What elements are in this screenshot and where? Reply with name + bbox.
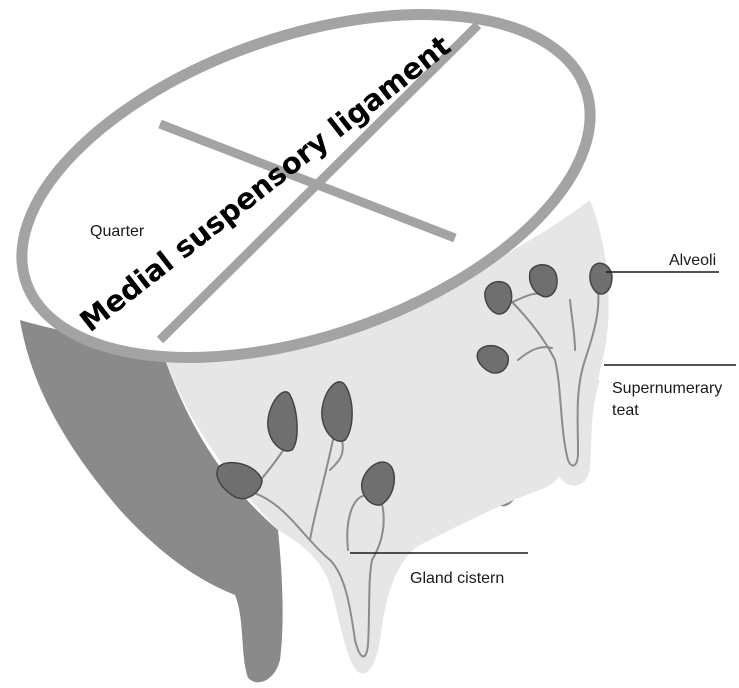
alveoli-label: Alveoli: [669, 252, 716, 269]
gland-cistern-label: Gland cistern: [410, 570, 504, 587]
alveolus: [590, 263, 612, 294]
supernumerary-teat-label-line1: Supernumerary: [612, 380, 722, 397]
supernumerary-teat-label-line2: teat: [612, 402, 639, 419]
quarter-label: Quarter: [90, 223, 145, 240]
